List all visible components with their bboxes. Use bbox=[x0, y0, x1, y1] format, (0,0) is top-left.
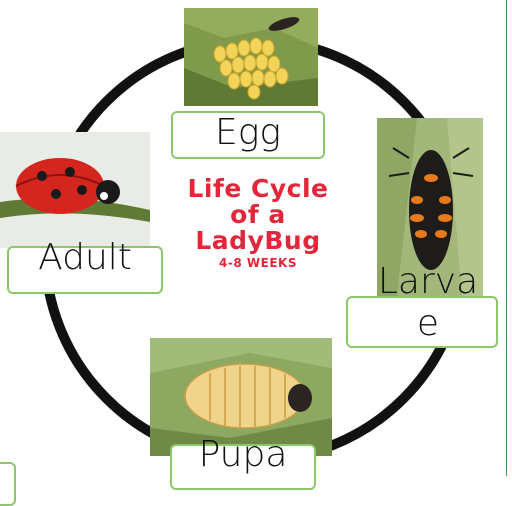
adult-photo bbox=[0, 132, 150, 248]
pupa-label-box: Pupa bbox=[170, 444, 316, 490]
ladybug-eggs-photo bbox=[184, 8, 318, 106]
egg-label: Egg bbox=[173, 113, 323, 153]
title-line-1: Life Cycle bbox=[158, 176, 358, 202]
subtitle: 4-8 WEEKS bbox=[158, 255, 358, 271]
ladybug-adult-photo bbox=[0, 132, 150, 248]
title-line-2: of a bbox=[158, 202, 358, 228]
larvae-label-box: Larva e bbox=[346, 296, 498, 348]
egg-label-box: Egg bbox=[171, 111, 325, 159]
pupa-label: Pupa bbox=[172, 434, 314, 476]
title-line-3: LadyBug bbox=[158, 228, 358, 254]
partial-label-box bbox=[0, 462, 16, 506]
larvae-label-line-1: Larva bbox=[368, 262, 488, 302]
adult-label-box: Adult bbox=[7, 246, 163, 294]
adult-label: Adult bbox=[9, 238, 161, 278]
larvae-label-line-2: e bbox=[368, 304, 488, 344]
diagram-title-block: Life Cycle of a LadyBug 4-8 WEEKS bbox=[158, 176, 358, 271]
egg-photo bbox=[184, 8, 318, 106]
